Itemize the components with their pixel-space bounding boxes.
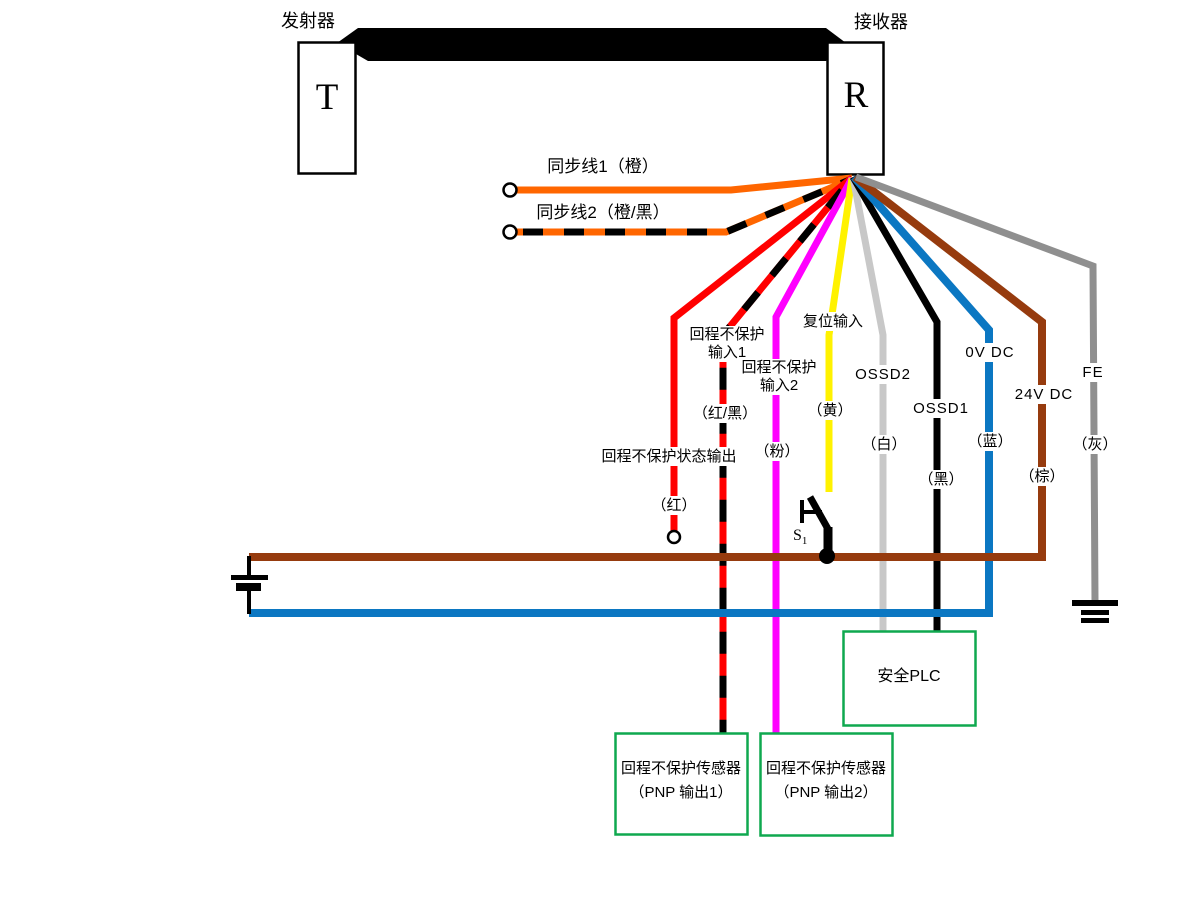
sync2-terminal bbox=[502, 224, 518, 240]
sensor1-label: 回程不保护传感器 （PNP 输出1） bbox=[620, 760, 742, 801]
status-output-label: 回程不保护状态输出 bbox=[598, 447, 740, 466]
sync2-wire-dashes bbox=[510, 175, 854, 236]
receiver-box bbox=[826, 41, 885, 176]
trunk-cable bbox=[337, 28, 846, 61]
power-supply-symbol bbox=[231, 556, 268, 614]
fe-wire bbox=[854, 173, 1099, 602]
ossd1-color-label: （黑） bbox=[915, 470, 967, 489]
ossd2-color-label: （白） bbox=[858, 435, 910, 454]
transmitter-box bbox=[297, 41, 357, 175]
sync1-wire bbox=[510, 174, 853, 194]
transmitter-label: 发射器 bbox=[281, 11, 335, 31]
fe-color-label: （灰） bbox=[1069, 435, 1121, 454]
earth-ground-symbol bbox=[1072, 600, 1118, 623]
0v-color-label: （蓝） bbox=[964, 432, 1016, 451]
transmitter-letter: T bbox=[315, 77, 339, 118]
sync2-label: 同步线2（橙/黑） bbox=[533, 203, 673, 223]
reset-wire bbox=[825, 177, 856, 492]
sync1-terminal bbox=[502, 182, 518, 198]
input2-color-label: （粉） bbox=[751, 442, 803, 461]
0v-wire bbox=[249, 174, 993, 617]
24v-color-label: （棕） bbox=[1016, 467, 1068, 486]
sync1-label: 同步线1（橙） bbox=[544, 157, 662, 177]
status-output-terminal bbox=[666, 529, 682, 545]
reset-switch-symbol bbox=[800, 495, 835, 564]
input1-color-label: （红/黑） bbox=[689, 404, 761, 423]
receiver-letter: R bbox=[843, 75, 869, 116]
24v-wire bbox=[249, 173, 1046, 561]
status-color-label: （红） bbox=[648, 496, 700, 515]
ossd1-label: OSSD1 bbox=[910, 399, 972, 418]
reset-switch-label: S1 bbox=[793, 527, 808, 548]
ossd2-label: OSSD2 bbox=[852, 365, 914, 384]
safety-plc-box bbox=[842, 630, 977, 727]
reset-label: 复位输入 bbox=[799, 312, 867, 331]
sensor2-box bbox=[759, 732, 894, 837]
receiver-label: 接收器 bbox=[854, 12, 908, 32]
sensor2-label: 回程不保护传感器 （PNP 输出2） bbox=[765, 760, 887, 801]
ossd1-wire bbox=[849, 175, 941, 631]
fe-label: FE bbox=[1079, 363, 1107, 382]
ossd2-wire bbox=[849, 176, 887, 631]
safety-plc-label: 安全PLC bbox=[877, 668, 941, 685]
input1-label: 回程不保护 输入1 bbox=[686, 326, 768, 362]
reset-color-label: （黄） bbox=[804, 401, 856, 420]
sensor1-box bbox=[614, 732, 749, 836]
junction-dot bbox=[819, 548, 835, 564]
0v-label: 0V DC bbox=[962, 343, 1018, 362]
24v-label: 24V DC bbox=[1011, 385, 1077, 404]
input2-wire bbox=[772, 176, 856, 733]
input2-label: 回程不保护 输入2 bbox=[738, 359, 820, 395]
